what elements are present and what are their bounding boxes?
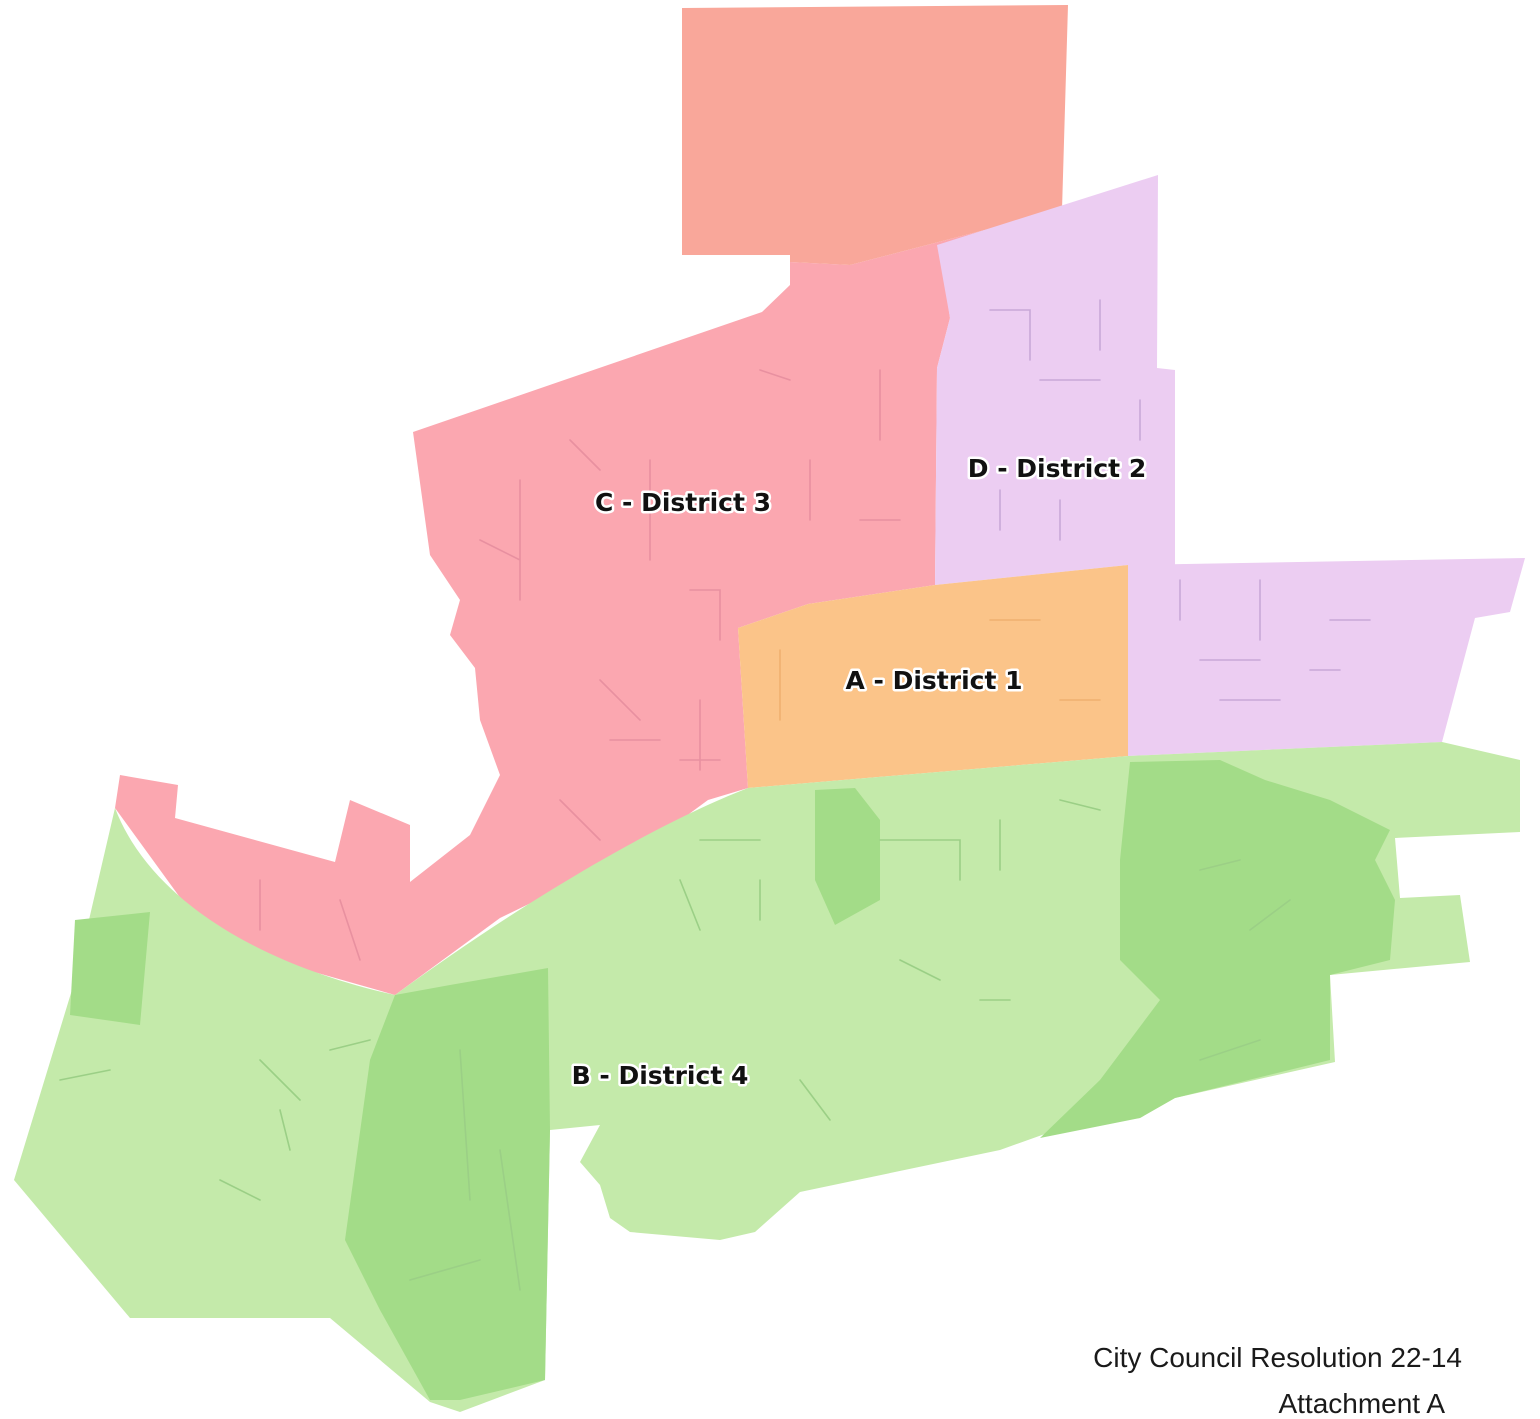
district-b-label: B - District 4 [572, 1061, 749, 1090]
caption-resolution: City Council Resolution 22-14 [1093, 1342, 1462, 1373]
street-lines-b [59, 799, 1291, 1291]
district-c-north-area [682, 5, 1068, 265]
park-west [70, 912, 150, 1025]
district-d-label: D - District 2 [968, 454, 1146, 483]
park-east [1040, 760, 1395, 1138]
street-lines-a [779, 619, 1101, 721]
park-north [815, 788, 880, 925]
park-areas [70, 760, 1395, 1400]
district-d-area [935, 175, 1525, 756]
district-c-label: C - District 3 [595, 488, 771, 517]
district-a-label: A - District 1 [845, 666, 1022, 695]
district-c-area [115, 210, 1062, 995]
park-central [345, 968, 550, 1400]
caption-attachment: Attachment A [1278, 1388, 1445, 1419]
street-lines-c [259, 369, 901, 961]
street-network [59, 299, 1371, 1291]
street-lines-d [989, 299, 1371, 701]
